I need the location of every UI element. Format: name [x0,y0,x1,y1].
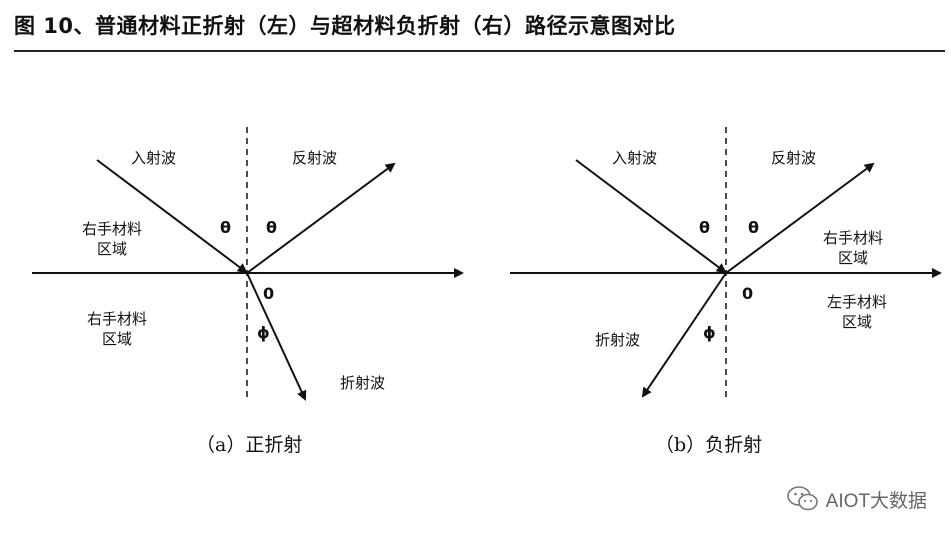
region-bottom-label-right: 左手材料 区域 [815,292,899,332]
incident-ray-right [575,159,727,274]
refracted-wave-label-right: 折射波 [595,331,641,349]
region-top-label-left: 右手材料 区域 [70,219,154,259]
incident-angle-theta-right: θ [699,218,710,237]
region-bottom-label-left: 右手材料 区域 [75,309,159,349]
figure-header: 图 10、普通材料正折射（左）与超材料负折射（右）路径示意图对比 [0,0,951,52]
incident-angle-theta-left: θ [220,218,231,237]
watermark-text: AIOT大数据 [825,490,927,512]
region-bottom-line2-right: 区域 [841,313,872,331]
caption-right: （b）负折射 [655,434,763,456]
wechat-icon [786,486,818,511]
incident-wave-label-left: 入射波 [131,149,177,167]
refracted-ray-right [641,272,727,398]
refraction-angle-phi-right: ϕ [703,323,716,342]
region-bottom-line1-left: 右手材料 [86,310,147,328]
refracted-ray-left [246,272,307,401]
title-underline [14,50,945,52]
incident-wave-label-right: 入射波 [612,149,658,167]
reflected-wave-label-left: 反射波 [292,149,338,167]
region-top-line1-left: 右手材料 [81,220,142,238]
figure-title: 图 10、普通材料正折射（左）与超材料负折射（右）路径示意图对比 [14,14,676,38]
diagram-left [32,127,464,401]
reflected-angle-theta-right: θ [748,218,759,237]
region-top-line2-left: 区域 [96,240,127,258]
region-top-label-right: 右手材料 区域 [811,228,895,268]
origin-label-left: 0 [263,284,275,303]
refracted-wave-label-left: 折射波 [340,374,386,392]
reflected-ray-left [246,162,396,274]
reflected-ray-right [725,162,875,274]
reflected-wave-label-right: 反射波 [771,149,817,167]
watermark: AIOT大数据 [786,482,927,516]
caption-left: （a）正折射 [196,434,303,456]
reflected-angle-theta-left: θ [266,218,277,237]
region-bottom-line1-right: 左手材料 [826,293,887,311]
region-top-line2-right: 区域 [837,249,868,267]
region-top-line1-right: 右手材料 [822,229,883,247]
region-bottom-line2-left: 区域 [101,330,132,348]
origin-label-right: 0 [742,284,754,303]
incident-ray-left [96,159,248,274]
refraction-angle-phi-left: ϕ [257,323,270,342]
diagram-right [510,127,942,400]
